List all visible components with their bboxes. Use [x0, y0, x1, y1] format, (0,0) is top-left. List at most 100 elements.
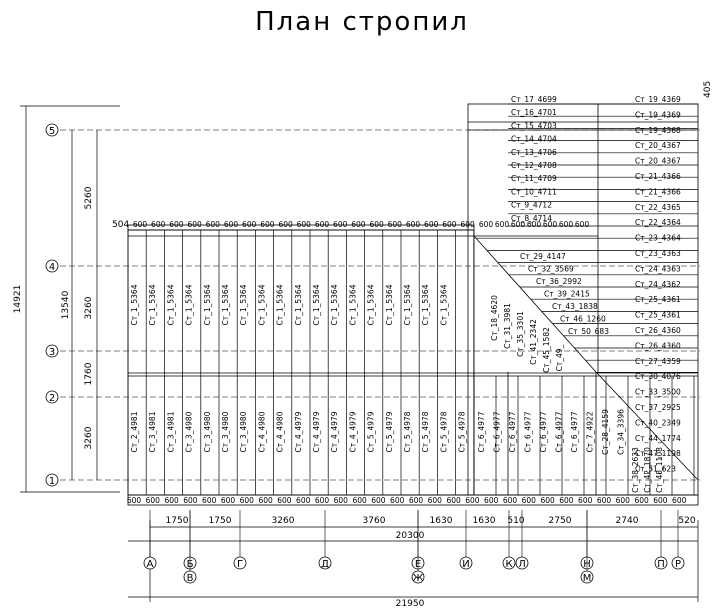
spacing-dim: 600 — [495, 220, 510, 229]
bottom-dim: 3260 — [272, 516, 295, 526]
dim-21950: 21950 — [396, 599, 425, 609]
rafter-label: Ст_25_4361 — [635, 311, 681, 320]
axis-bubble — [411, 570, 425, 584]
bottom-dim: 1750 — [209, 516, 232, 526]
rafter-label: Ст_16_4701 — [511, 108, 557, 117]
wing-rafter-lines — [475, 103, 698, 373]
spacing-dim: 600 — [258, 496, 273, 505]
rafter-label: Ст_19_4369 — [635, 110, 681, 119]
rafter-label: Ст_34_3396 — [617, 409, 626, 455]
dim-overall-height: 14921 — [13, 285, 23, 314]
col-axis-label: Л — [518, 559, 526, 570]
rafter-label: Ст_46_1260 — [560, 315, 606, 324]
rafter-label: Ст_31_3981 — [503, 303, 512, 349]
rafter-label: Ст_14_4704 — [511, 135, 557, 144]
rafter-label: Ст_24_4362 — [635, 280, 681, 289]
rafter-label: Ст_29_4147 — [520, 252, 566, 261]
col-axis-label: А — [147, 559, 154, 570]
rafter-label: Ст_1_5364 — [294, 284, 303, 325]
rafter-lines — [127, 230, 695, 495]
rafter-label: Ст_4_4979 — [348, 411, 357, 452]
rafter-label: Ст_1_5364 — [348, 284, 357, 325]
spacing-dim: 600 — [406, 220, 421, 229]
dim-3260-lower: 3260 — [84, 426, 94, 449]
spacing-dim: 600 — [224, 220, 239, 229]
rafter-label: Ст_1_5364 — [367, 284, 376, 325]
dim-3260-upper: 3260 — [84, 296, 94, 319]
rafter-label: Ст_6_4977 — [477, 411, 486, 452]
bottom-dim: 1750 — [166, 516, 189, 526]
col-axis-label: Ж — [413, 573, 424, 584]
rafter-label: Ст_39_2415 — [544, 290, 590, 299]
axis-bubble — [318, 556, 332, 570]
dim-5260: 5260 — [84, 186, 94, 209]
rafter-label: Ст_19_4368 — [635, 126, 681, 135]
structure-lines — [127, 103, 699, 506]
rafter-label: Ст_2_4981 — [130, 411, 139, 452]
rafter-label: Ст_23_4364 — [635, 234, 681, 243]
spacing-dim: 600 — [527, 220, 542, 229]
rafter-label: Ст_27_4359 — [635, 357, 681, 366]
rafter-label: Ст_4_4980 — [257, 411, 266, 452]
spacing-dim: 600 — [151, 220, 166, 229]
dim-20300: 20300 — [396, 531, 425, 541]
spacing-dim: 600 — [575, 220, 590, 229]
rafter-label: Ст_51_623 — [635, 465, 676, 474]
spacing-dim: 600 — [240, 496, 255, 505]
axis-bubble — [654, 556, 668, 570]
col-axis-label: Д — [321, 559, 329, 570]
rafter-label: Ст_32_3569 — [528, 265, 574, 274]
rafter-label: Ст_17_4699 — [511, 95, 557, 104]
dim-left-offset: 504 — [112, 220, 129, 230]
spacing-dim: 600 — [277, 496, 292, 505]
rafter-label: Ст_1_5364 — [130, 284, 139, 325]
spacing-dim: 600 — [653, 496, 668, 505]
rafter-label: Ст_12_4708 — [511, 161, 557, 170]
spacing-dim: 600 — [428, 496, 443, 505]
rafter-label: Ст_11_4709 — [511, 174, 557, 183]
spacing-dim: 600 — [127, 496, 142, 505]
rafter-label: Ст_3_4980 — [203, 411, 212, 452]
bottom-dim: 3760 — [363, 516, 386, 526]
axis-bubble — [671, 556, 685, 570]
spacing-dim: 600 — [559, 496, 574, 505]
spacing-dim: 600 — [296, 496, 311, 505]
rafter-label: Ст_33_3500 — [635, 388, 681, 397]
spacing-dim: 600 — [242, 220, 257, 229]
spacing-dim: 600 — [388, 220, 403, 229]
col-axis-label: В — [187, 573, 194, 584]
rafter-label: Ст_4_4979 — [294, 411, 303, 452]
axis-bubble — [459, 556, 473, 570]
rafter-label: Ст_8_4714 — [511, 214, 552, 223]
rafter-label: Ст_1_5364 — [166, 284, 175, 325]
rafter-label: Ст_22_4364 — [635, 218, 681, 227]
rafter-label: Ст_36_2992 — [536, 277, 582, 286]
rafter-label: Ст_10_4711 — [511, 187, 557, 196]
col-axis-label: Р — [675, 559, 681, 570]
spacing-dim: 600 — [187, 220, 202, 229]
rafter-label: Ст_22_4365 — [635, 203, 681, 212]
spacing-dim: 600 — [315, 220, 330, 229]
spacing-dim: 600 — [511, 220, 526, 229]
spacing-dim: 600 — [278, 220, 293, 229]
plan-title: План стропил — [255, 7, 469, 37]
row-axis-3: 3 — [49, 347, 55, 358]
rafter-label: Ст_44_1774 — [635, 434, 681, 443]
rafter-label: Ст_40_2349 — [635, 418, 681, 427]
rafter-label: Ст_15_4703 — [511, 121, 557, 130]
rafter-label: Ст_21_4366 — [635, 187, 681, 196]
rafter-label: Ст_28_4159 — [601, 409, 610, 455]
rafter-label: Ст_1_5364 — [239, 284, 248, 325]
rafter-label: Ст_35_3301 — [516, 311, 525, 357]
rafter-label: Ст_48_1108 — [655, 447, 664, 493]
rafter-label: Ст_5_4978 — [439, 411, 448, 452]
rafter-label: Ст_9_4712 — [511, 201, 552, 210]
bottom-dim: 2740 — [616, 516, 639, 526]
col-axis-label: П — [657, 559, 665, 570]
rafter-label: Ст_45_1582 — [542, 327, 551, 373]
rafter-label: Ст_18_4620 — [490, 295, 499, 341]
rafter-labels: Ст_1_5364 Ст_1_5364 Ст_1_5364 Ст_1_5364 Ст_1… — [130, 95, 681, 493]
rafter-label: Ст_3_4981 — [166, 411, 175, 452]
